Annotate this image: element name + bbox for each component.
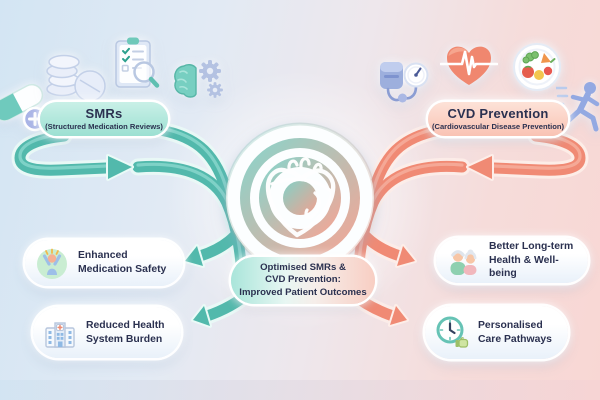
background-bottom-strip — [0, 380, 600, 400]
card-personalised-care-pathways: Personalised Care Pathways — [425, 306, 568, 359]
pills-stack-icon — [42, 44, 114, 111]
brain-gears-icon — [170, 56, 224, 109]
card-label: Personalised Care Pathways — [478, 319, 552, 346]
card-label: Reduced Health System Burden — [86, 319, 165, 346]
cvd-badge-subtitle: (Cardiovascular Disease Prevention) — [431, 121, 565, 131]
hospital-icon — [45, 321, 75, 348]
cvd-arrowhead-to-center — [466, 154, 494, 181]
card-label-line-2: Health & Well-being — [489, 254, 559, 280]
card-better-longterm-health-wellbeing: Better Long-term Health & Well-being — [436, 238, 588, 283]
arrowhead-to-care-pathways — [388, 304, 409, 327]
bp-monitor-icon — [374, 54, 430, 115]
capsule-plus-icon — [0, 72, 54, 143]
card-label-line-2: Medication Safety — [78, 264, 167, 275]
outcome-line-2: CVD Prevention: — [265, 274, 341, 286]
elderly-couple-icon — [450, 249, 477, 275]
card-label: Enhanced Medication Safety — [78, 249, 166, 276]
card-label-line-1: Better Long-term — [489, 241, 574, 253]
card-label-line-1: Personalised — [478, 319, 543, 331]
heart-ecg-icon — [439, 40, 499, 95]
smr-badge: SMRs (Structured Medication Reviews) — [40, 102, 168, 136]
anatomical-heart-icon — [265, 157, 336, 238]
card-label-line-1: Enhanced — [78, 250, 128, 262]
card-label-line-1: Reduced Health — [86, 319, 165, 331]
smr-badge-title: SMRs — [85, 106, 123, 122]
card-label-line-2: Care Pathways — [478, 333, 552, 345]
card-reduced-health-system-burden: Reduced Health System Burden — [33, 307, 181, 358]
cvd-badge: CVD Prevention (Cardiovascular Disease P… — [428, 102, 568, 136]
card-enhanced-medication-safety: Enhanced Medication Safety — [25, 240, 183, 286]
healthy-food-icon — [511, 41, 563, 98]
smr-badge-subtitle: (Structured Medication Reviews) — [45, 121, 163, 131]
clock-thumbsup-icon — [436, 316, 469, 348]
optimised-outcome-pill: Optimised SMRs & CVD Prevention: Improve… — [231, 257, 375, 304]
cvd-badge-title: CVD Prevention — [447, 106, 549, 122]
card-label-line-2: System Burden — [86, 333, 163, 345]
smr-arrows — [11, 121, 261, 328]
cvd-arrows — [339, 121, 589, 327]
person-celebrating-icon — [37, 248, 67, 279]
clipboard-checklist-icon — [106, 34, 162, 97]
smr-arrowhead-to-center — [106, 154, 134, 181]
outcome-line-1: Optimised SMRs & — [260, 261, 346, 273]
outcome-line-3: Improved Patient Outcomes — [239, 286, 367, 298]
arrowhead-to-health-wellbeing — [395, 244, 417, 268]
arrowhead-to-system-burden — [191, 304, 212, 328]
card-label: Better Long-term Health & Well-being — [489, 240, 580, 281]
heart-target-icon — [223, 122, 377, 274]
arrowhead-to-medication-safety — [183, 244, 205, 268]
